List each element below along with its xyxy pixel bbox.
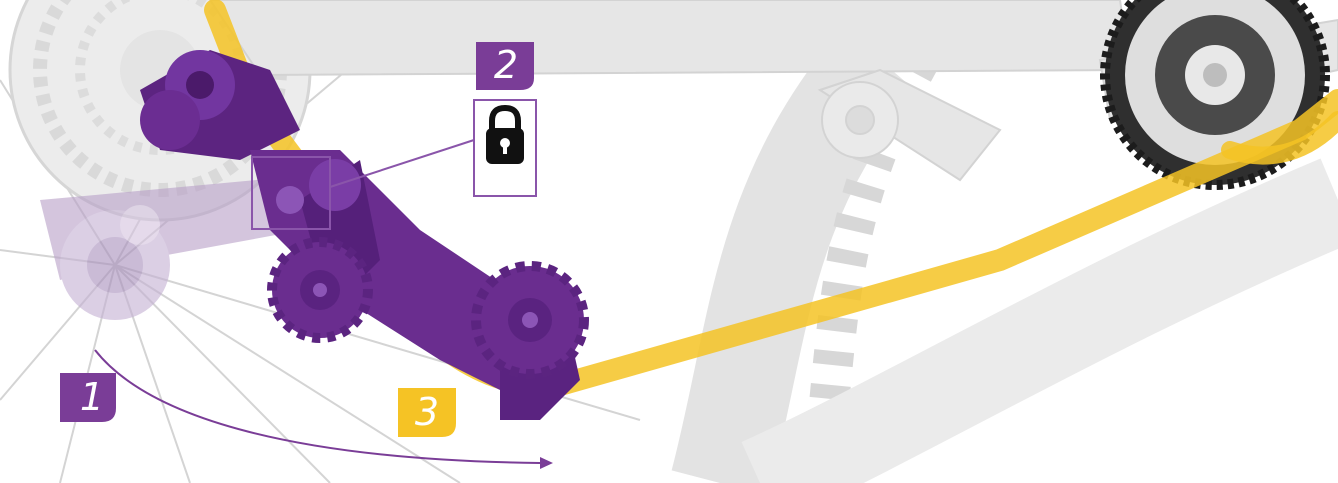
lower-pulley: [476, 266, 584, 374]
step-badge-1: 1: [60, 373, 116, 422]
badge-1-label: 1: [80, 375, 104, 419]
step-badge-2: 2: [476, 42, 534, 90]
upper-pulley: [272, 242, 368, 338]
badge-2-label: 2: [494, 43, 518, 87]
step-badge-3: 3: [398, 388, 456, 437]
badge-3-label: 3: [415, 390, 439, 434]
